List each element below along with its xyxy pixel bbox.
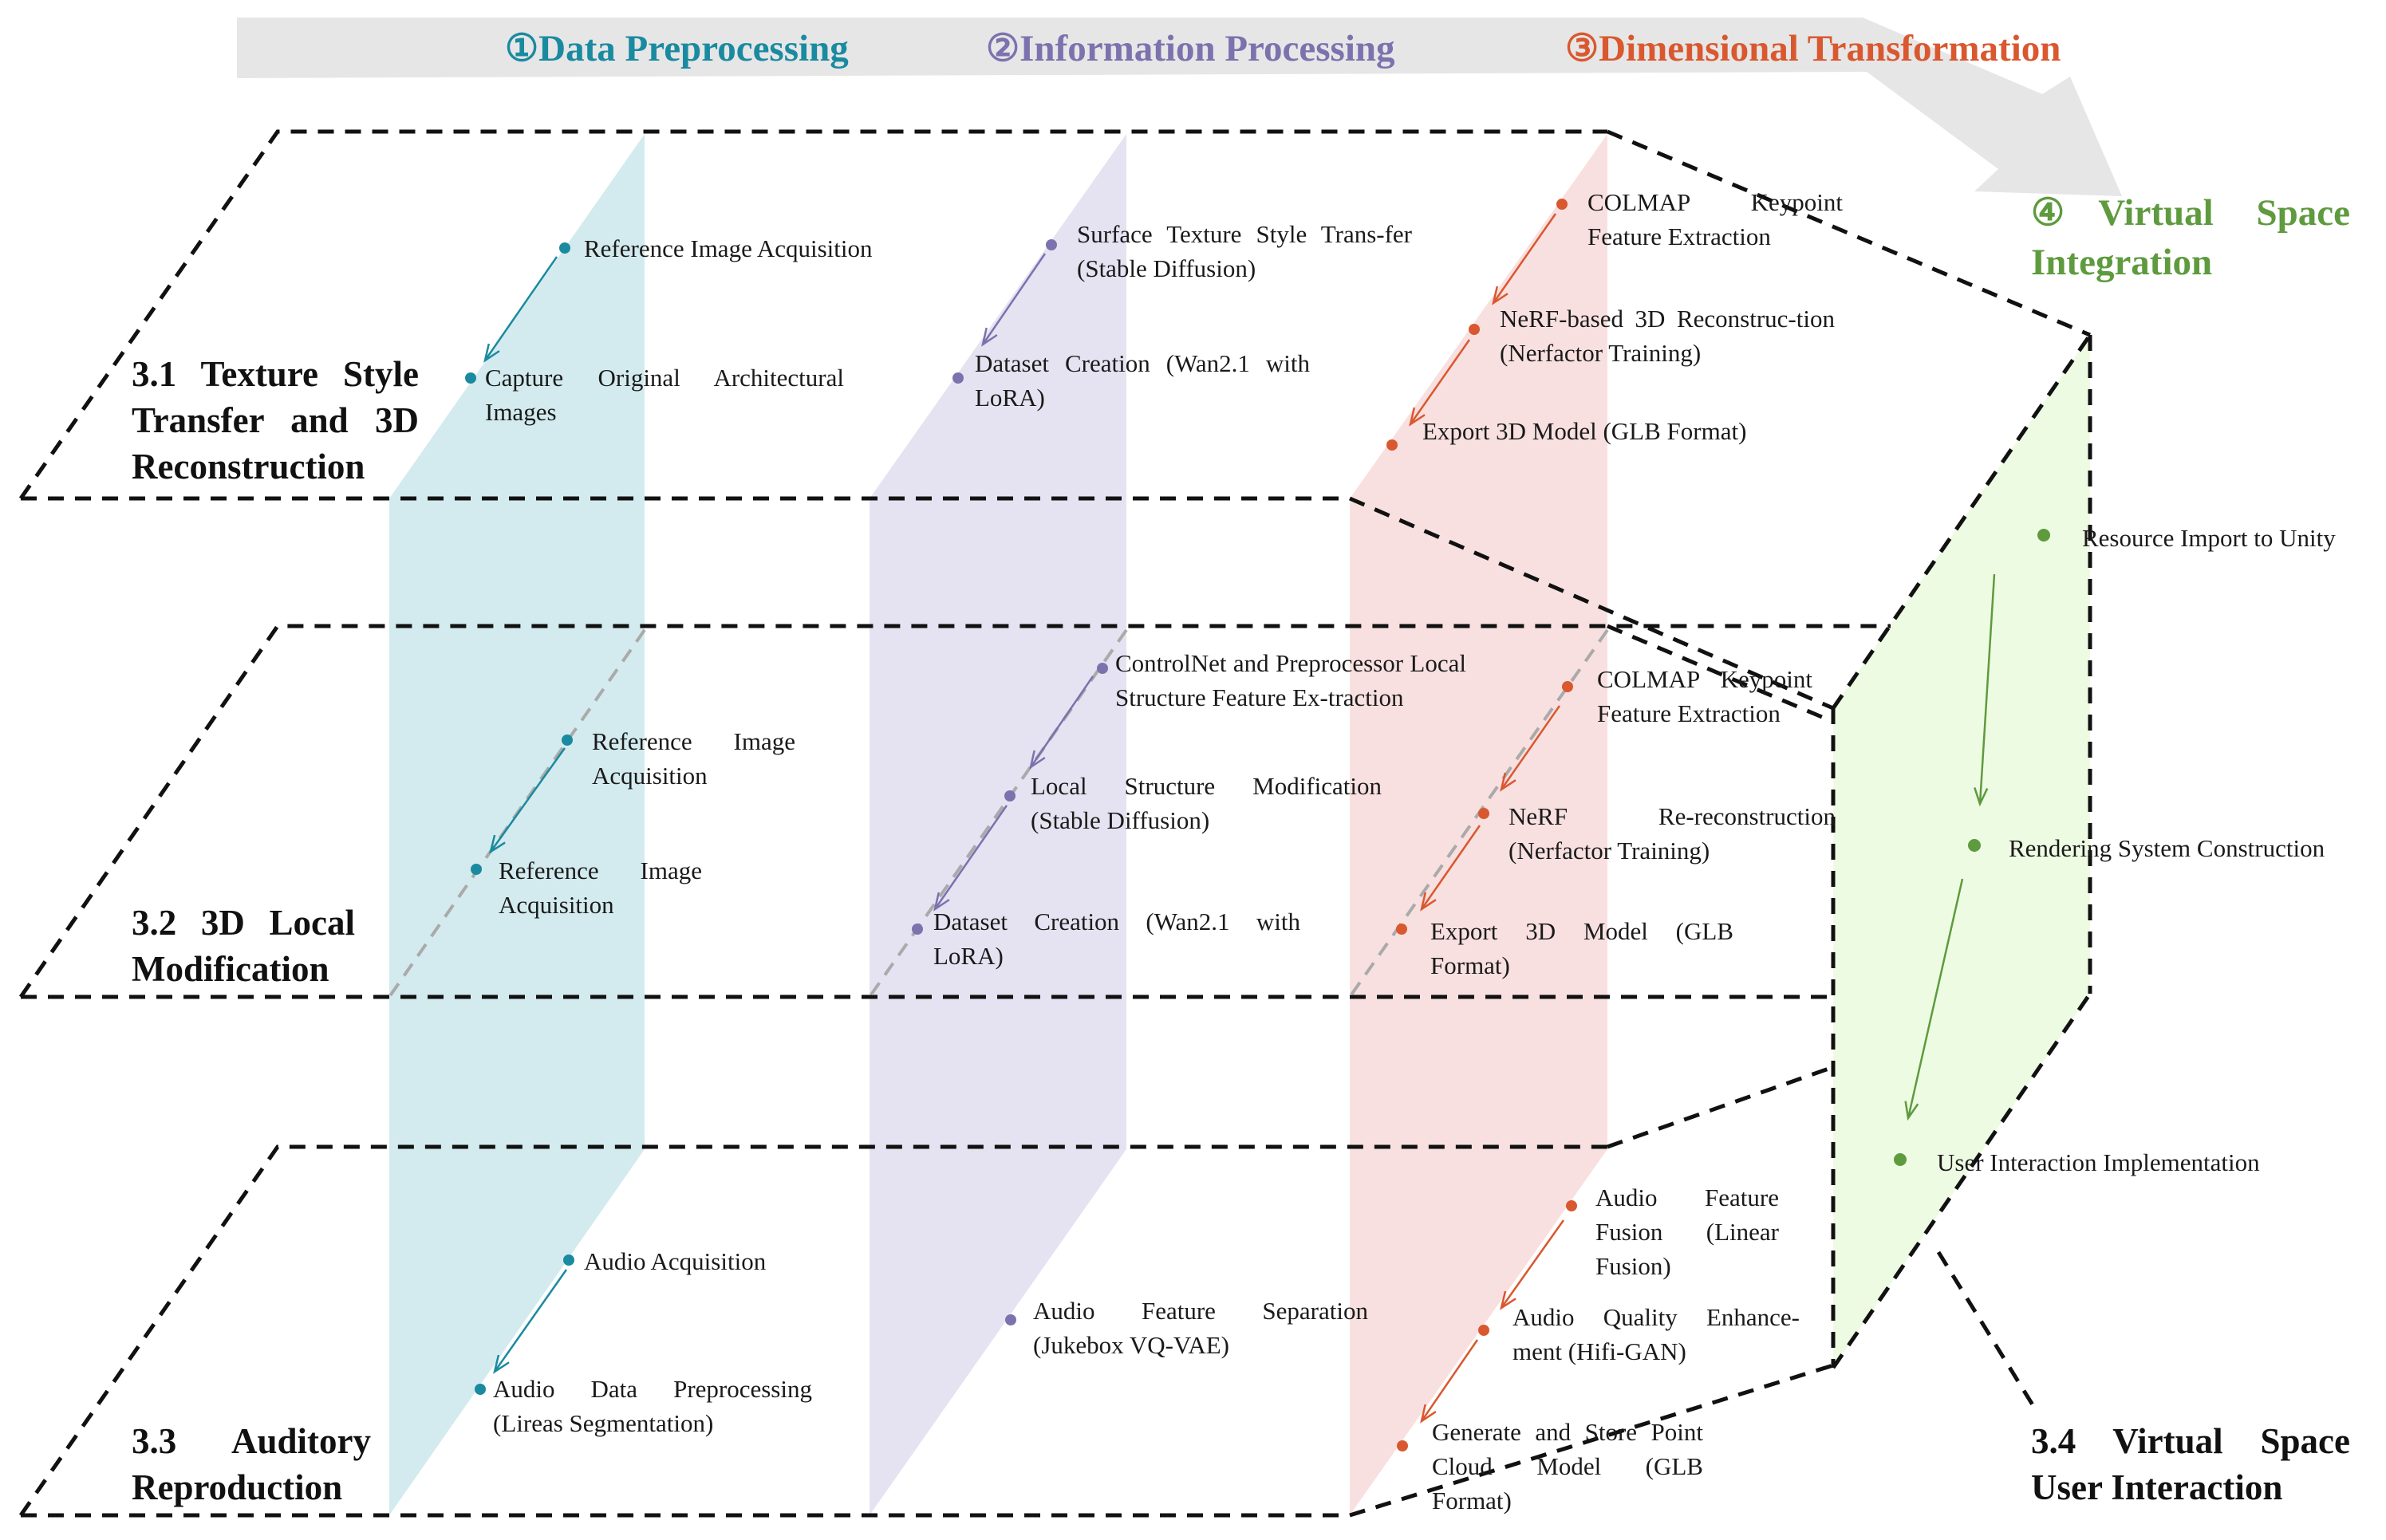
row1-purple-step-1: Surface Texture Style Trans-fer (Stable …	[1077, 220, 1412, 282]
unity-step-1: Resource Import to Unity	[2082, 524, 2336, 552]
teal-flow	[465, 242, 574, 1395]
row2-purple-step-3: Dataset Creation (Wan2.1 with LoRA)	[933, 908, 1300, 970]
row3-teal-step-1: Audio Acquisition	[584, 1247, 767, 1275]
section-3-2-title: 3.2 3D Local Modification	[132, 903, 355, 989]
stage-virtual-space-integration: ④Virtual Space Integration	[2031, 188, 2350, 287]
row1-purple-step-2: Dataset Creation (Wan2.1 with LoRA)	[975, 349, 1310, 412]
teal-band	[389, 134, 645, 1515]
green-band	[1833, 335, 2090, 1368]
stage-dimensional-transformation: ③Dimensional Transformation	[1565, 28, 2061, 69]
green-flow	[1894, 529, 2050, 1166]
section-3-1-title: 3.1 Texture Style Transfer and 3D Recons…	[132, 354, 419, 486]
unity-step-3: User Interaction Implementation	[1937, 1148, 2260, 1176]
row2-red-step-2: NeRF Re-reconstruction (Nerfactor Traini…	[1509, 802, 1836, 865]
purple-flow	[912, 239, 1108, 1325]
row3-red-step-1: Audio Feature Fusion (Linear Fusion)	[1595, 1184, 1779, 1280]
row2-purple-step-1: ControlNet and Preprocessor Local Struct…	[1115, 649, 1466, 711]
unity-step-2: Rendering System Construction	[2009, 834, 2325, 862]
row3-red-step-2: Audio Quality Enhance-ment (Hifi-GAN)	[1512, 1303, 1800, 1365]
row3-purple-step-1: Audio Feature Separation (Jukebox VQ-VAE…	[1033, 1297, 1368, 1359]
row2-teal-step-1: Reference Image Acquisition	[592, 727, 795, 790]
row2-red-step-3: Export 3D Model (GLB Format)	[1430, 917, 1733, 979]
purple-band	[870, 134, 1126, 1515]
dashed-planes	[18, 129, 2092, 1518]
stage-vsi-line1: ④Virtual Space	[2031, 192, 2350, 234]
row1-teal-step-2: Capture Original Architectural Images	[485, 364, 844, 426]
red-band	[1350, 134, 1607, 1515]
section-3-3-title: 3.3 Auditory Reproduction	[132, 1421, 371, 1507]
red-flow	[1386, 199, 1577, 1451]
row2-red-step-1: COLMAP Keypoint Feature Extraction	[1597, 665, 1812, 727]
row1-red-step-1: COLMAP Keypoint Feature Extraction	[1587, 188, 1843, 250]
row2-purple-step-2: Local Structure Modification (Stable Dif…	[1031, 772, 1382, 834]
row1-teal-step-1: Reference Image Acquisition	[584, 234, 873, 262]
row1-red-step-2: NeRF-based 3D Reconstruc-tion (Nerfactor…	[1500, 305, 1835, 367]
row3-teal-step-2: Audio Data Preprocessing (Lireas Segment…	[493, 1375, 812, 1437]
row3-red-step-3: Generate and Store Point Cloud Model (GL…	[1432, 1418, 1703, 1514]
stage-flow-arrow	[237, 18, 2122, 196]
stage-information-processing: ②Information Processing	[986, 28, 1395, 69]
stage-data-preprocessing: ①Data Preprocessing	[505, 28, 849, 69]
row1-red-step-3: Export 3D Model (GLB Format)	[1422, 417, 1747, 445]
section-3-4-title: 3.4 Virtual Space User Interaction	[2031, 1421, 2350, 1507]
stage-vsi-line2: Integration	[2031, 242, 2213, 283]
row2-teal-step-2: Reference Image Acquisition	[499, 857, 702, 919]
